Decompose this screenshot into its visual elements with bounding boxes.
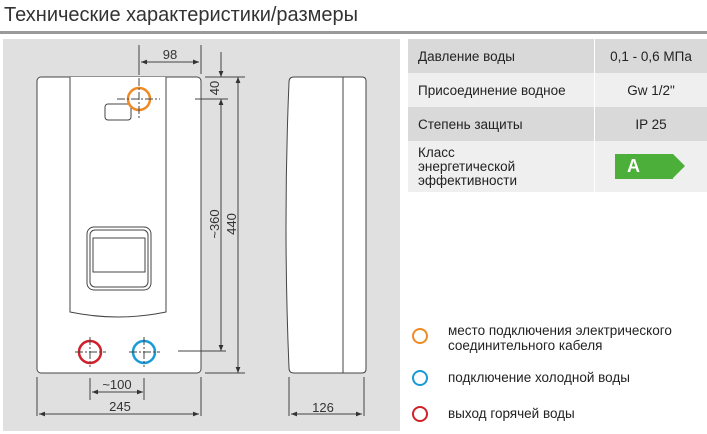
dim-top-margin: 40 — [207, 81, 222, 95]
legend-item-cold-water: подключение холодной воды — [412, 370, 630, 386]
spec-label: Давление воды — [408, 39, 595, 73]
spec-value: Gw 1/2" — [594, 73, 707, 107]
energy-class-badge: A — [615, 154, 685, 179]
orange-circle-icon — [412, 328, 428, 344]
blue-circle-icon — [412, 370, 428, 386]
side-view — [285, 76, 367, 374]
spec-label: Класс энергетической эффективности — [408, 141, 595, 192]
legend-item-hot-water: выход горячей воды — [412, 406, 575, 422]
hot-water-outlet-icon — [75, 337, 106, 367]
spec-value: 0,1 - 0,6 МПа — [594, 39, 707, 73]
spec-label: Степень защиты — [408, 107, 595, 141]
cable-connection-icon — [117, 78, 160, 120]
page-title: Технические характеристики/размеры — [4, 4, 358, 26]
dim-width: 245 — [109, 399, 131, 414]
dim-connection-spacing: ~100 — [102, 377, 131, 392]
legend-item-cable: место подключения электрического соедини… — [412, 323, 707, 353]
dim-connection-height: ~360 — [207, 209, 222, 238]
dim-top-offset: 98 — [163, 47, 177, 62]
front-view — [36, 76, 202, 374]
dim-depth: 126 — [312, 400, 334, 415]
spec-value: IP 25 — [594, 107, 707, 141]
title-divider — [0, 31, 707, 34]
cold-water-inlet-icon — [129, 337, 160, 367]
dim-height: 440 — [224, 213, 239, 235]
red-circle-icon — [412, 406, 428, 422]
dimension-lines — [36, 45, 365, 417]
spec-label: Присоединение водное — [408, 73, 595, 107]
table-row: Класс энергетической эффективности A — [408, 141, 707, 192]
